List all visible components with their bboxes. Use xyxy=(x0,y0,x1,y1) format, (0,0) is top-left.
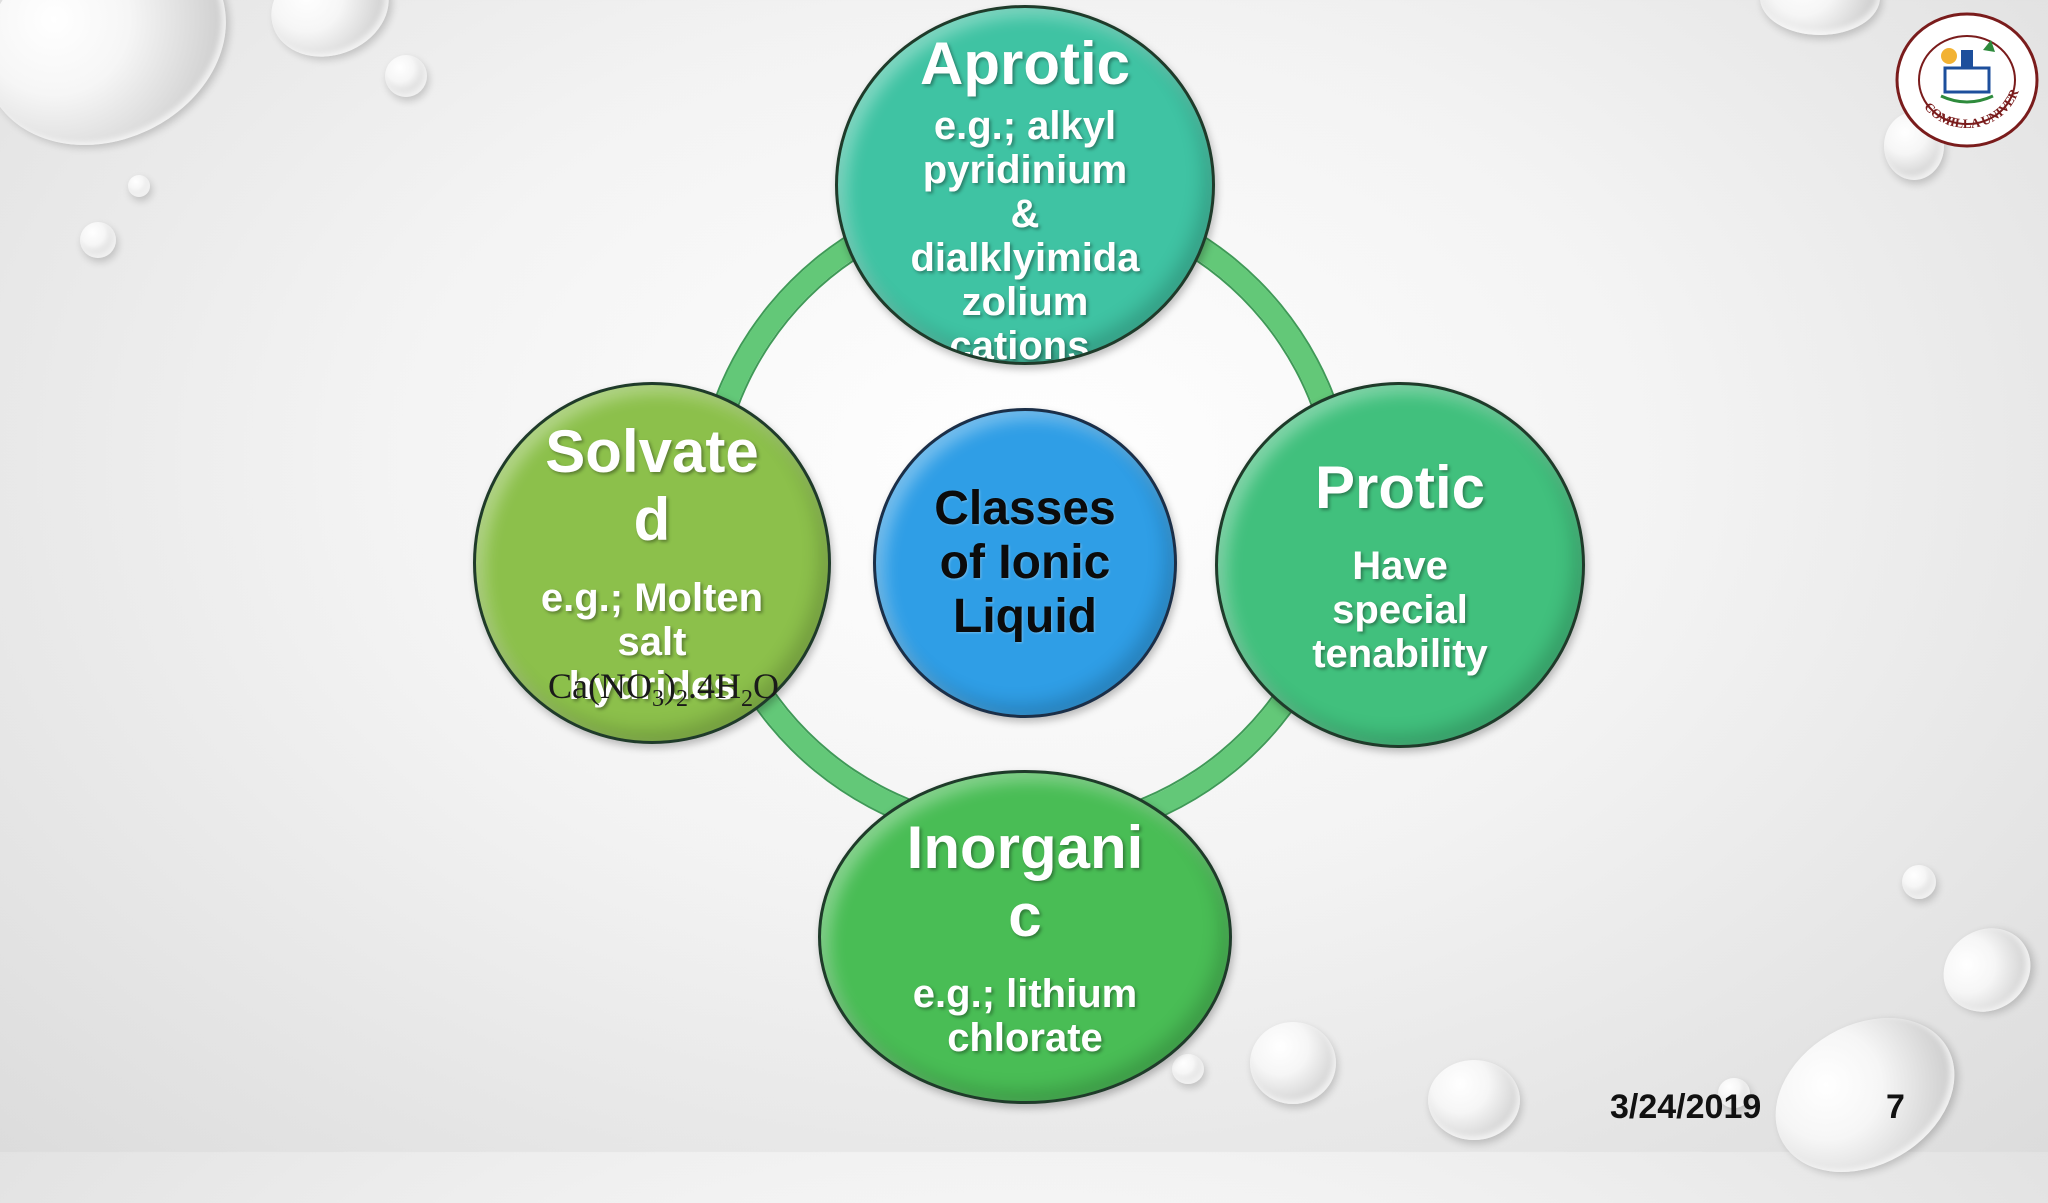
water-drop-decoration xyxy=(1902,865,1936,899)
water-drop-decoration xyxy=(1927,911,2047,1029)
water-drop-decoration xyxy=(1718,1078,1750,1108)
water-drop-decoration xyxy=(0,0,261,184)
water-drop-decoration xyxy=(1172,1054,1204,1084)
center-title: Classes of Ionic Liquid xyxy=(934,482,1116,643)
node-solvated: Solvate d e.g.; Molten salt hydrides xyxy=(473,382,831,744)
water-drop-decoration xyxy=(80,222,116,258)
node-protic-body: Have special tenability xyxy=(1312,544,1488,676)
water-drop-decoration xyxy=(385,55,427,97)
node-inorganic: Inorgani c e.g.; lithium chlorate xyxy=(818,770,1232,1104)
water-drop-decoration xyxy=(128,175,150,197)
node-solvated-body: e.g.; Molten salt hydrides xyxy=(540,576,764,708)
node-aprotic-body: e.g.; alkyl pyridinium & dialklyimida zo… xyxy=(910,104,1140,365)
university-seal-icon: COMILLA UNIVERSITY xyxy=(1893,10,2039,148)
node-solvated-title: Solvate d xyxy=(545,418,759,553)
chemical-formula: Ca(NO3)2.4H2O xyxy=(548,666,779,713)
water-drop-decoration xyxy=(1760,0,1880,35)
node-protic: Protic Have special tenability xyxy=(1215,382,1585,748)
slide-number: 7 xyxy=(1886,1088,1905,1126)
node-inorganic-body: e.g.; lithium chlorate xyxy=(912,972,1138,1060)
node-protic-title: Protic xyxy=(1314,454,1486,521)
node-aprotic: Aprotic e.g.; alkyl pyridinium & dialkly… xyxy=(835,5,1215,365)
slide-date: 3/24/2019 xyxy=(1610,1088,1762,1126)
water-drop-decoration xyxy=(257,0,403,73)
water-drop-decoration xyxy=(1250,1022,1336,1104)
node-center-classes: Classes of Ionic Liquid xyxy=(873,408,1177,718)
node-inorganic-title: Inorgani c xyxy=(906,814,1144,949)
water-drop-decoration xyxy=(1428,1060,1520,1140)
node-aprotic-title: Aprotic xyxy=(920,30,1130,97)
water-drop-decoration xyxy=(1747,986,1983,1203)
